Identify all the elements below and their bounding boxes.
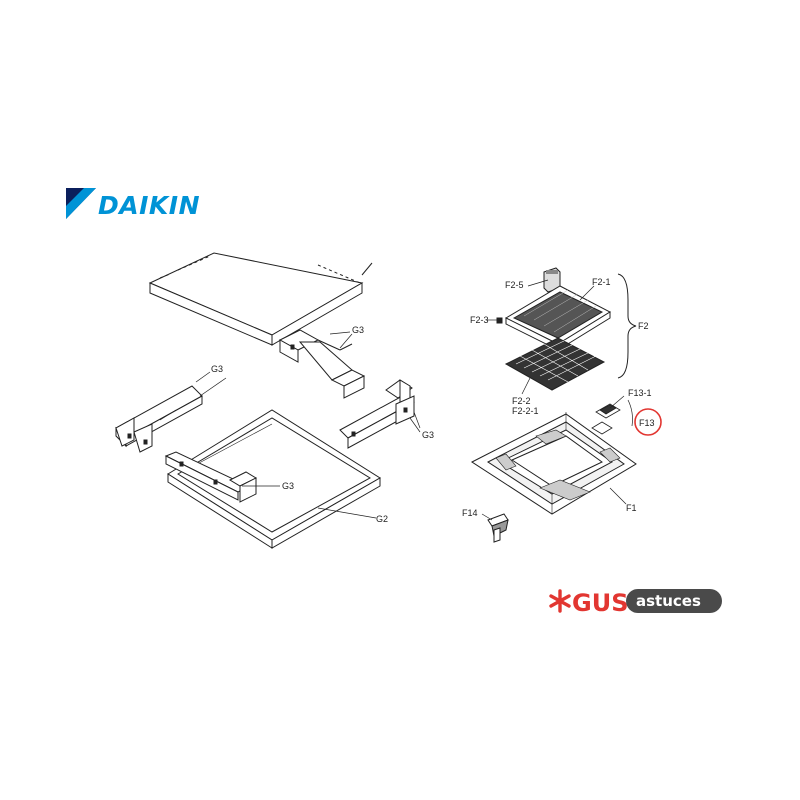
label-f2: F2 xyxy=(638,321,649,331)
label-f2-3: F2-3 xyxy=(470,315,489,325)
asterisk-icon xyxy=(549,589,571,613)
g2-drain-pan-illustration xyxy=(167,409,381,549)
label-f2-2: F2-2 xyxy=(512,396,531,406)
label-g3-left: G3 xyxy=(211,364,223,374)
red-circle-highlight-icon xyxy=(634,408,662,436)
daikin-logo: DAIKIN xyxy=(66,188,200,220)
daikin-wordmark: DAIKIN xyxy=(98,191,200,220)
g3-bracket-bottom xyxy=(164,451,258,503)
top-panel-illustration xyxy=(148,252,373,346)
leader-lines xyxy=(195,279,627,521)
astuces-wordmark: astuces xyxy=(636,592,701,610)
f1-decoration-panel-illustration xyxy=(471,412,637,515)
label-f2-1: F2-1 xyxy=(592,277,611,287)
astuces-pill xyxy=(626,589,722,613)
label-g3-bottom: G3 xyxy=(282,481,294,491)
f13-part-illustration xyxy=(591,399,633,435)
label-g3-top: G3 xyxy=(352,325,364,335)
label-f1: F1 xyxy=(626,503,637,513)
g3-bracket-right xyxy=(339,379,421,449)
gus-astuces-logo: GUS astuces xyxy=(549,589,722,617)
label-f2-5: F2-5 xyxy=(505,280,524,290)
label-f13-1: F13-1 xyxy=(628,388,652,398)
label-f2-2-1: F2-2-1 xyxy=(512,406,539,416)
label-f14: F14 xyxy=(462,508,478,518)
label-g3-right: G3 xyxy=(422,430,434,440)
f2-filter-grille-illustration xyxy=(496,267,637,391)
gus-wordmark: GUS xyxy=(572,589,628,617)
label-g2: G2 xyxy=(376,514,388,524)
g3-bracket-left xyxy=(115,377,227,453)
label-f13: F13 xyxy=(639,418,655,428)
f14-clip-illustration xyxy=(487,513,509,543)
g3-bracket-top xyxy=(278,329,366,399)
